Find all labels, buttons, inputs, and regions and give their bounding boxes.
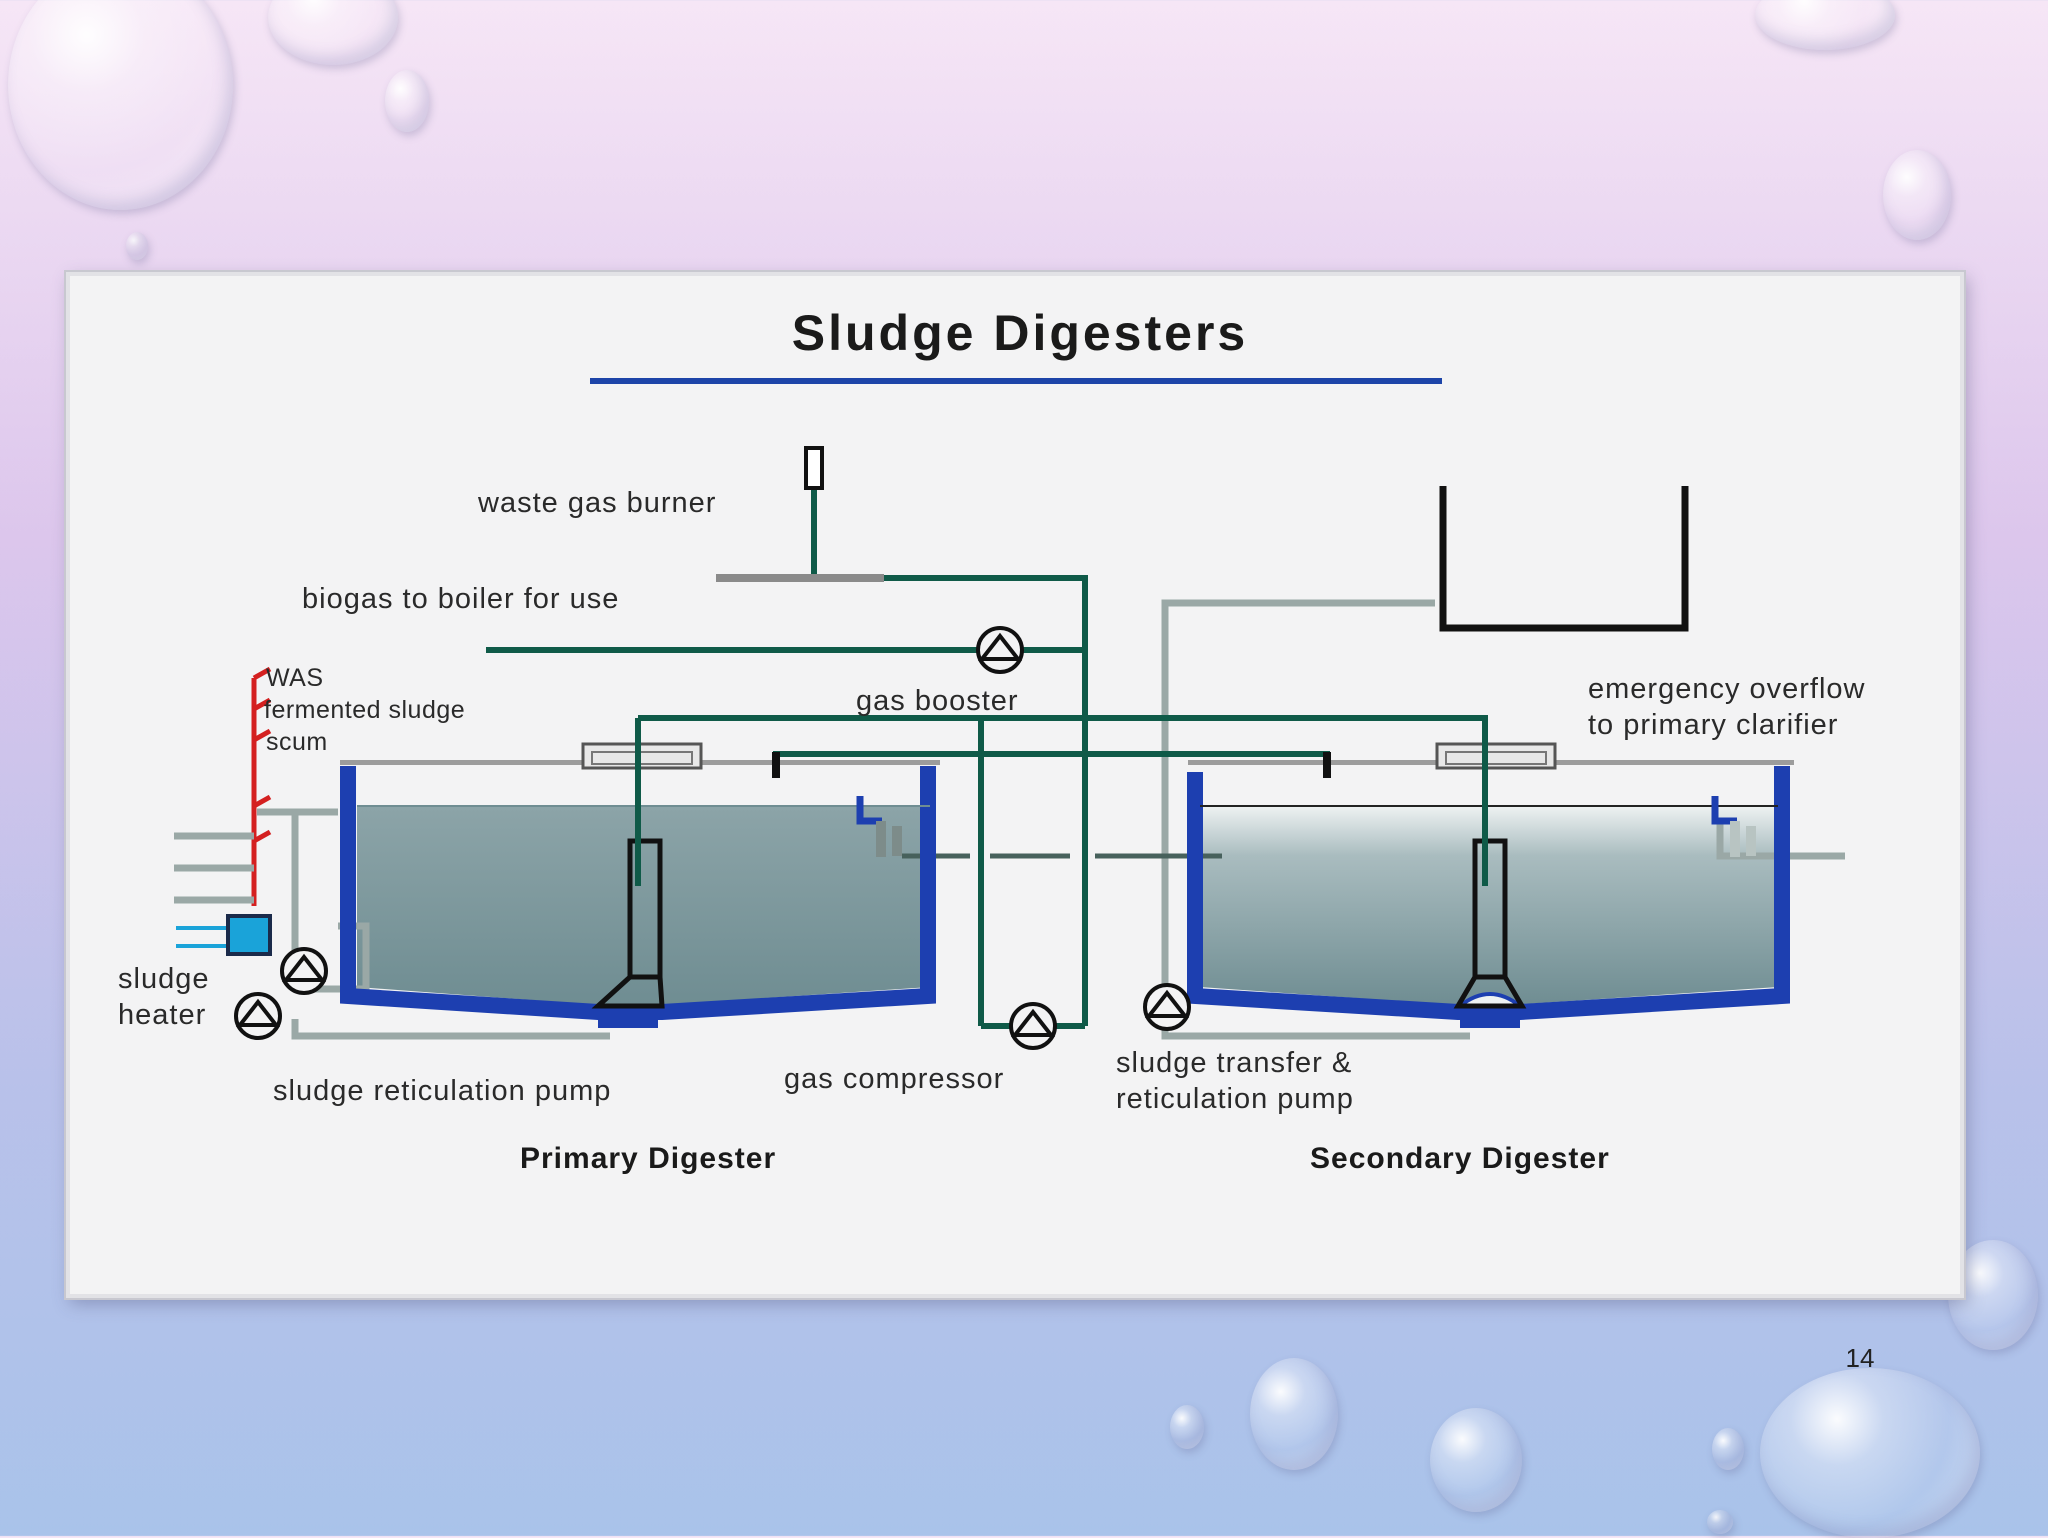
label-sludge-heater-line1: sludge xyxy=(118,963,209,995)
gas-compressor-icon xyxy=(1009,1002,1057,1050)
water-droplet-decoration xyxy=(1170,1405,1204,1449)
gas-booster-icon xyxy=(976,626,1024,674)
secondary-supernatant-drain xyxy=(1730,821,1740,857)
label-emergency-overflow-line2: to primary clarifier xyxy=(1588,709,1838,741)
label-biogas-to-boiler: biogas to boiler for use xyxy=(302,583,619,615)
primary-overflow-weir xyxy=(856,796,882,825)
label-was: WAS xyxy=(266,664,324,692)
water-droplet-decoration xyxy=(1755,0,1895,50)
primary-supernatant-drain-2 xyxy=(892,826,902,856)
secondary-roof-hatch-inner xyxy=(1445,751,1547,765)
secondary-draft-tube xyxy=(1453,838,1527,1009)
water-droplet-decoration xyxy=(1250,1358,1338,1470)
sludge-transfer-pump-icon xyxy=(1143,983,1191,1031)
label-gas-booster: gas booster xyxy=(856,685,1019,717)
label-primary-digester: Primary Digester xyxy=(520,1142,776,1175)
water-droplet-decoration xyxy=(1430,1408,1522,1512)
label-secondary-digester: Secondary Digester xyxy=(1310,1142,1610,1175)
label-sludge-transfer-line2: reticulation pump xyxy=(1116,1083,1354,1115)
label-fermented-sludge: fermented sludge xyxy=(264,696,465,724)
label-sludge-heater-line2: heater xyxy=(118,999,206,1031)
page-number: 14 xyxy=(1845,1343,1875,1373)
label-sludge-transfer-line1: sludge transfer & xyxy=(1116,1047,1352,1079)
water-droplet-decoration xyxy=(8,0,233,210)
diagram-title: Sludge Digesters xyxy=(792,305,1248,361)
water-droplet-decoration xyxy=(1707,1510,1733,1534)
sludge-heater-pump-icon xyxy=(234,992,282,1040)
sludge-heater-unit xyxy=(226,914,272,956)
label-gas-compressor: gas compressor xyxy=(784,1063,1004,1095)
heater-water-lines xyxy=(176,926,232,948)
waste-gas-burner-icon xyxy=(804,446,824,490)
water-droplet-decoration xyxy=(268,0,398,65)
diagram-frame: Sludge Digesters xyxy=(66,272,1964,1298)
emergency-overflow-tank xyxy=(1439,486,1689,632)
primary-gas-dome-stub xyxy=(772,752,780,778)
sludge-digesters-diagram: Sludge Digesters xyxy=(118,305,1866,1175)
burner-platform xyxy=(716,574,884,582)
label-scum: scum xyxy=(266,728,328,756)
sludge-reticulation-pump-icon xyxy=(280,947,328,995)
label-waste-gas-burner: waste gas burner xyxy=(477,487,716,519)
water-droplet-decoration xyxy=(385,70,429,132)
water-droplet-decoration xyxy=(1883,150,1951,240)
label-emergency-overflow-line1: emergency overflow xyxy=(1588,673,1866,705)
label-sludge-reticulation-pump: sludge reticulation pump xyxy=(273,1075,611,1107)
primary-draft-tube xyxy=(591,838,665,1009)
secondary-gas-dome-stub xyxy=(1323,752,1331,778)
primary-supernatant-drain xyxy=(876,821,886,857)
secondary-overflow-weir xyxy=(1711,796,1737,825)
water-droplet-decoration xyxy=(1712,1428,1744,1470)
primary-roof-hatch-inner xyxy=(591,751,693,765)
water-droplet-decoration xyxy=(126,232,148,260)
secondary-outlet-cone xyxy=(1458,992,1522,1008)
title-underline xyxy=(590,378,1442,384)
primary-digester-sludge xyxy=(357,806,930,1005)
secondary-supernatant-drain-2 xyxy=(1746,826,1756,856)
water-droplet-decoration xyxy=(1760,1368,1980,1538)
inflow-stubs xyxy=(174,832,254,904)
secondary-digester-sludge xyxy=(1200,806,1778,1005)
